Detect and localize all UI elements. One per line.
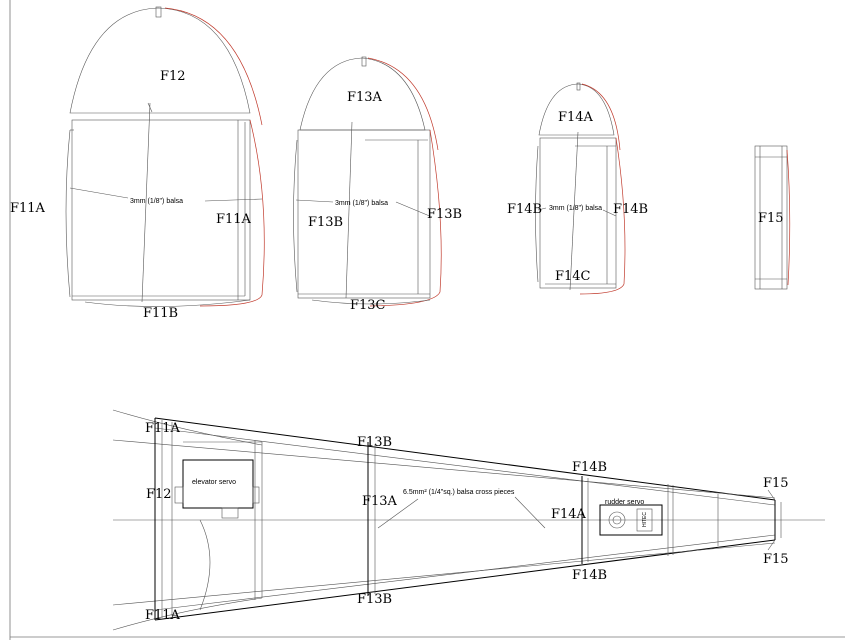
label-f15: F15: [758, 211, 784, 226]
plan-label-f15-top: F15: [763, 476, 789, 491]
f13c-bottom-piece: [311, 299, 431, 305]
label-balsa-2: 3mm (1/8") balsa: [335, 200, 388, 207]
label-f13b-right: F13B: [427, 207, 462, 222]
rudder-servo: [599, 504, 663, 536]
f14-box: [539, 137, 617, 289]
label-f11a-left: F11A: [10, 201, 46, 216]
f12-dome-red-outline: [164, 7, 263, 126]
plan-label-f13b-top: F13B: [357, 435, 392, 450]
plan-label-rudder-servo: rudder servo: [605, 499, 644, 506]
plan-label-f12: F12: [146, 487, 172, 502]
plan-label-f14a: F14A: [551, 507, 587, 522]
label-f13c: F13C: [350, 298, 386, 313]
plan-label-cross-pieces: 6.5mm² (1/4"sq.) balsa cross pieces: [403, 489, 515, 496]
f14a-red-outline: [581, 83, 621, 151]
f13b-left-piece: [293, 139, 298, 293]
elevator-servo: [182, 459, 254, 509]
label-f14c: F14C: [555, 269, 591, 284]
label-f13a: F13A: [347, 90, 383, 105]
label-f14a: F14A: [558, 110, 594, 125]
label-f14b-left: F14B: [507, 202, 542, 217]
plan-label-f11a-bottom: F11A: [145, 608, 181, 623]
label-f11a-right: F11A: [216, 212, 252, 227]
label-balsa-1: 3mm (1/8") balsa: [130, 198, 183, 205]
former-f14-group: [535, 82, 626, 295]
label-f12: F12: [160, 69, 186, 84]
f11-box: [71, 119, 251, 301]
label-f11b: F11B: [143, 306, 178, 321]
former-f13-group: [293, 56, 442, 307]
plan-label-f13a: F13A: [362, 494, 398, 509]
plan-label-f13b-bottom: F13B: [357, 592, 392, 607]
f12-dome: [69, 7, 251, 114]
f11-red-outline: [199, 119, 265, 307]
f12-slot: [155, 6, 162, 18]
f11a-left-piece: [65, 129, 71, 298]
f14a-dome: [538, 83, 615, 136]
plan-label-servo-brand: HITEC: [642, 512, 648, 527]
plan-label-elevator-servo: elevator servo: [192, 479, 236, 486]
label-balsa-3: 3mm (1/8") balsa: [549, 205, 602, 212]
label-f14b-right: F14B: [613, 202, 648, 217]
fuselage-side-bottom: [154, 539, 776, 621]
f13a-red-outline: [367, 57, 439, 151]
f13-box: [297, 129, 431, 299]
f15-box: [754, 145, 788, 290]
label-f13b-left: F13B: [308, 215, 343, 230]
fuselage-plan-view: [112, 409, 825, 631]
plan-label-f14b-bottom: F14B: [572, 568, 607, 583]
plan-label-f15-bottom: F15: [763, 552, 789, 567]
plan-label-f11a-top: F11A: [145, 421, 181, 436]
former-f15-group: [754, 145, 791, 290]
fuselage-side-top: [154, 417, 776, 501]
f11b-bottom-piece: [84, 299, 251, 307]
plan-label-f14b-top: F14B: [572, 460, 607, 475]
f13-red-outline: [369, 129, 442, 307]
former-f11-group: [65, 6, 265, 307]
f14-red-outline: [579, 137, 626, 295]
